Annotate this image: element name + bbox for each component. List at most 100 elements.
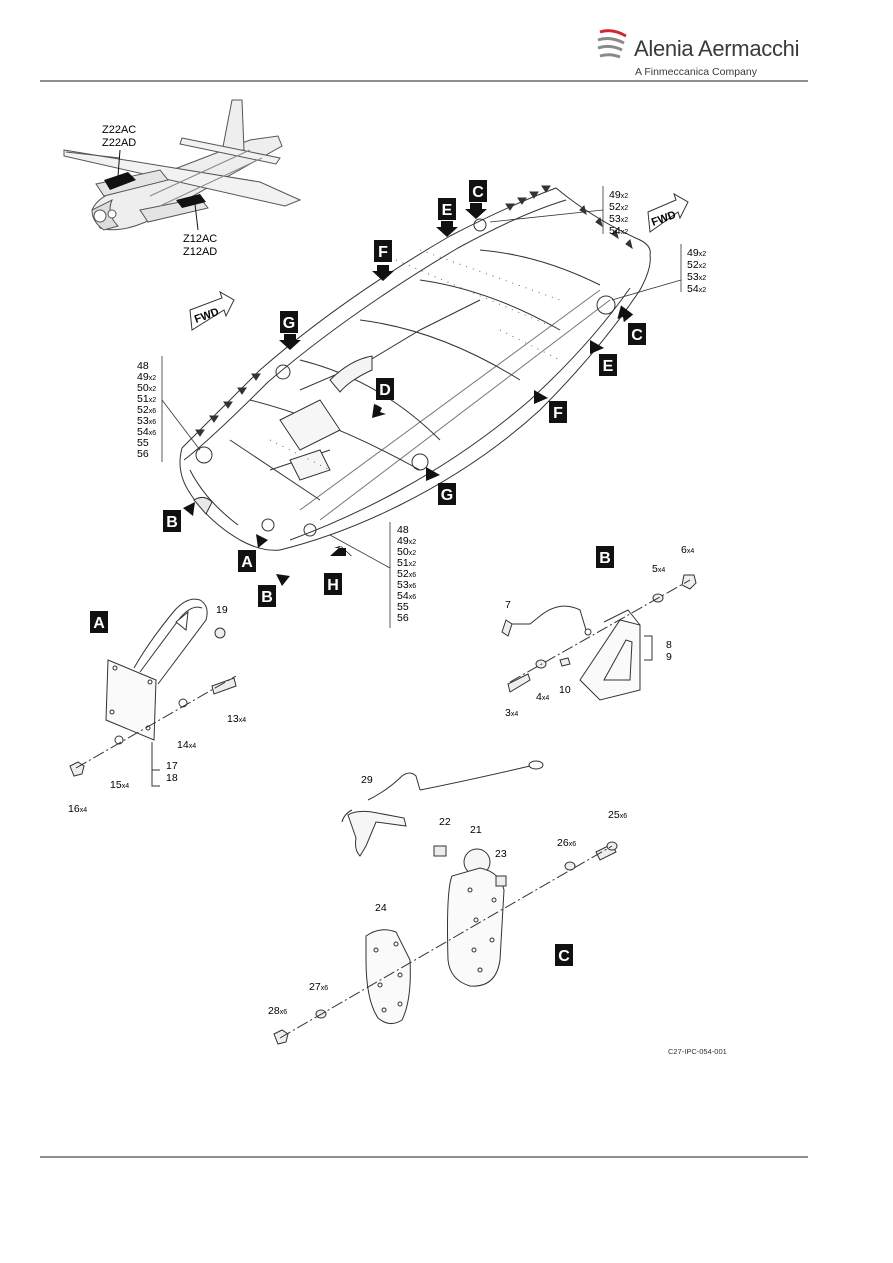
item-list-leaders <box>161 186 682 628</box>
arrow-b-left <box>183 502 195 516</box>
qty: x2 <box>699 275 707 282</box>
callout-g-bottom: G <box>441 487 453 504</box>
label-13: 13 <box>227 713 239 725</box>
label-27: 27 <box>309 981 321 993</box>
qty: x2 <box>699 251 707 258</box>
svg-text:53x2: 53x2 <box>687 271 706 283</box>
svg-text:6x4: 6x4 <box>681 544 694 556</box>
qty: x2 <box>409 561 417 568</box>
detail-b-title: B <box>599 550 611 567</box>
item-51: 51 <box>397 557 409 569</box>
qty: x6 <box>149 430 157 437</box>
svg-text:48: 48 <box>397 524 409 536</box>
callout-boxes: C E F G D C E F G B A B H <box>90 180 646 966</box>
detail-c-labels: 29 22 21 23 25x6 26x6 24 27x6 28x6 <box>268 774 627 1017</box>
label-21: 21 <box>470 824 482 836</box>
item-49: 49 <box>137 371 149 383</box>
label-7: 7 <box>505 599 511 611</box>
label-19: 19 <box>216 604 228 616</box>
label-28: 28 <box>268 1005 280 1017</box>
svg-text:49x2: 49x2 <box>137 371 156 383</box>
arrow-h <box>330 546 352 556</box>
svg-text:13x4: 13x4 <box>227 713 246 725</box>
label-24: 24 <box>375 902 387 914</box>
svg-text:50x2: 50x2 <box>397 546 416 558</box>
item-48: 48 <box>137 360 149 372</box>
qty: x2 <box>699 287 707 294</box>
svg-text:26x6: 26x6 <box>557 837 576 849</box>
item-list-left: 48 49x2 50x2 51x2 52x6 53x6 54x6 55 56 <box>137 360 156 460</box>
svg-text:49x2: 49x2 <box>687 247 706 259</box>
detail-a-labels: 19 13x4 14x4 15x4 16x4 17 18 <box>68 604 246 815</box>
callout-c-right: C <box>631 327 643 344</box>
svg-text:56: 56 <box>397 612 409 624</box>
arrow-f-right <box>534 390 548 404</box>
label-5: 5 <box>652 563 658 575</box>
label-18: 18 <box>166 772 178 784</box>
svg-text:55: 55 <box>397 601 409 613</box>
svg-text:51x2: 51x2 <box>137 393 156 405</box>
item-52: 52 <box>609 201 621 213</box>
callout-f-top: F <box>378 244 388 261</box>
detail-b-labels: 6x4 5x4 7 8 9 10 4x4 3x4 <box>505 544 694 719</box>
svg-text:49x2: 49x2 <box>397 535 416 547</box>
item-49: 49 <box>687 247 699 259</box>
item-50: 50 <box>137 382 149 394</box>
svg-text:56: 56 <box>137 448 149 460</box>
qty: x4 <box>687 548 695 555</box>
qty: x4 <box>658 567 666 574</box>
arrow-c-top <box>465 203 487 219</box>
callout-b-left: B <box>166 514 178 531</box>
arrow-a <box>256 534 268 548</box>
alenia-logo-icon <box>597 29 627 59</box>
item-53: 53 <box>137 415 149 427</box>
svg-text:48: 48 <box>137 360 149 372</box>
arrow-f-top <box>372 265 394 281</box>
item-53: 53 <box>687 271 699 283</box>
label-10: 10 <box>559 684 571 696</box>
callout-h: H <box>327 577 339 594</box>
detail-a-drawing <box>69 598 237 787</box>
qty: x2 <box>621 205 629 212</box>
item-53: 53 <box>397 579 409 591</box>
callout-f-right: F <box>553 405 563 422</box>
item-53: 53 <box>609 213 621 225</box>
item-49: 49 <box>397 535 409 547</box>
label-25: 25 <box>608 809 620 821</box>
qty: x4 <box>189 743 197 750</box>
svg-text:52x2: 52x2 <box>687 259 706 271</box>
label-14: 14 <box>177 739 189 751</box>
item-54: 54 <box>137 426 149 438</box>
label-6: 6 <box>681 544 687 556</box>
callout-a: A <box>241 554 253 571</box>
svg-text:28x6: 28x6 <box>268 1005 287 1017</box>
arrow-b-bottom <box>276 574 290 586</box>
label-4: 4 <box>536 691 542 703</box>
arrow-g-bottom <box>426 467 440 481</box>
arrow-e-top <box>436 221 458 237</box>
qty: x2 <box>149 386 157 393</box>
label-29: 29 <box>361 774 373 786</box>
zone-label-z12ad: Z12AD <box>183 246 217 258</box>
callout-g-top: G <box>283 315 295 332</box>
qty: x4 <box>122 783 130 790</box>
svg-text:14x4: 14x4 <box>177 739 196 751</box>
qty: x2 <box>621 193 629 200</box>
detail-b-drawing <box>501 574 697 701</box>
floor-structure-drawing <box>179 185 651 551</box>
item-56: 56 <box>397 612 409 624</box>
svg-text:27x6: 27x6 <box>309 981 328 993</box>
arrow-c-right <box>617 305 634 323</box>
svg-text:53x6: 53x6 <box>137 415 156 427</box>
label-23: 23 <box>495 848 507 860</box>
qty: x6 <box>620 813 628 820</box>
arrow-d <box>372 402 386 418</box>
item-55: 55 <box>137 437 149 449</box>
callout-d: D <box>379 382 391 399</box>
brand-name: Alenia Aermacchi <box>634 36 800 61</box>
zone-leader-upper <box>117 149 121 177</box>
svg-text:54x6: 54x6 <box>137 426 156 438</box>
svg-text:54x2: 54x2 <box>609 225 628 237</box>
svg-text:49x2: 49x2 <box>609 189 628 201</box>
arrow-g-top <box>279 334 301 350</box>
